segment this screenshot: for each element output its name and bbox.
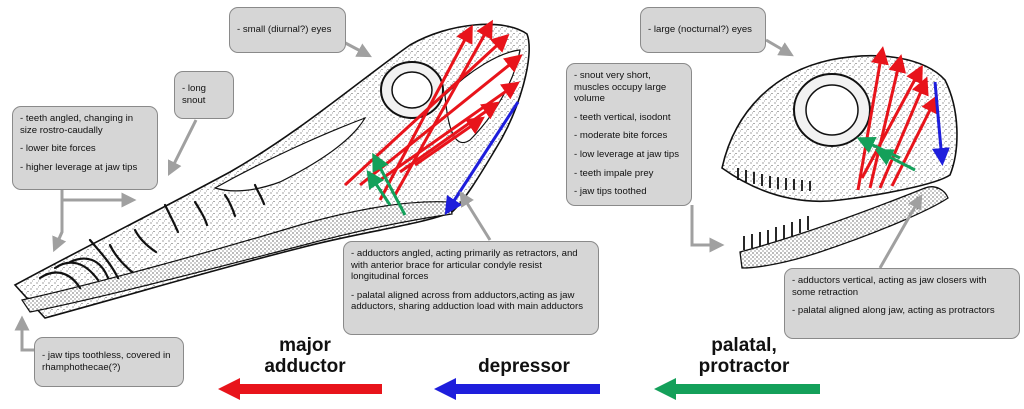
right-skull-illustration bbox=[721, 46, 958, 269]
legend-arrows bbox=[218, 378, 820, 400]
callout-adductors-right: - adductors vertical, acting as jaw clos… bbox=[784, 268, 1020, 339]
left-teeth bbox=[38, 183, 266, 290]
right-lower-teeth bbox=[743, 216, 809, 250]
legend-label-palatal: palatal, protractor bbox=[686, 335, 802, 377]
callout-adductors-left-line-2: - palatal aligned across from adductors,… bbox=[351, 289, 583, 313]
leader-eyes-large bbox=[765, 38, 794, 57]
callout-jaw-tips: - jaw tips toothless, covered in rhampho… bbox=[34, 337, 184, 387]
callout-teeth-left-line-3: - higher leverage at jaw tips bbox=[20, 161, 138, 173]
legend-major-adductor-line-1: major bbox=[279, 335, 331, 356]
legend-label-major-adductor: major adductor bbox=[250, 335, 360, 377]
callout-snout-right-line-1: - snout very short, muscles occupy large… bbox=[574, 70, 667, 105]
leader-teeth-left bbox=[60, 190, 137, 208]
callout-snout-right-line-3: - moderate bite forces bbox=[574, 130, 668, 142]
left-major-adductor-arrows bbox=[343, 19, 523, 201]
leader-adductors-right bbox=[878, 194, 923, 269]
callout-snout-right-line-4: - low leverage at jaw tips bbox=[574, 148, 680, 160]
left-skull-illustration bbox=[13, 19, 530, 319]
right-major-adductor-arrows bbox=[856, 46, 938, 191]
legend-palatal-line-2: protractor bbox=[698, 356, 790, 377]
callout-adductors-left: - adductors angled, acting primarily as … bbox=[343, 241, 599, 335]
right-orbit-inner bbox=[805, 84, 859, 136]
legend-palatal-line-1: palatal, bbox=[711, 335, 777, 356]
callout-teeth-left-line-2: - lower bite forces bbox=[20, 143, 96, 155]
leader-long-snout bbox=[167, 119, 198, 177]
legend-arrow-palatal bbox=[654, 378, 820, 400]
legend-label-depressor: depressor bbox=[462, 356, 586, 377]
legend-arrow-major-adductor bbox=[218, 378, 382, 400]
left-palatal-arrows bbox=[366, 152, 407, 216]
callout-adductors-right-line-2: - palatal aligned along jaw, acting as p… bbox=[792, 305, 995, 317]
leader-jaw-tips bbox=[14, 315, 34, 352]
callout-teeth-left-line-1: - teeth angled, changing in size rostro-… bbox=[20, 113, 134, 136]
leader-snout-right bbox=[690, 205, 725, 253]
callout-adductors-right-line-1: - adductors vertical, acting as jaw clos… bbox=[792, 275, 987, 298]
callout-snout-right-line-2: - teeth vertical, isodont bbox=[574, 111, 671, 123]
right-upper-teeth bbox=[737, 168, 811, 191]
right-palatal-arrows bbox=[856, 137, 916, 172]
callout-snout-right: - snout very short, muscles occupy large… bbox=[566, 63, 692, 206]
callout-eyes-small-text: - small (diurnal?) eyes bbox=[237, 24, 332, 36]
callout-long-snout: - long snout bbox=[174, 71, 234, 119]
callout-teeth-left: - teeth angled, changing in size rostro-… bbox=[12, 106, 158, 190]
leader-teeth-left-2 bbox=[52, 200, 67, 253]
legend-depressor-line-1: depressor bbox=[478, 356, 570, 377]
left-naris bbox=[213, 116, 367, 192]
legend-major-adductor-line-2: adductor bbox=[264, 356, 346, 377]
callout-snout-right-line-6: - jaw tips toothed bbox=[574, 186, 647, 198]
left-orbit-inner bbox=[391, 71, 433, 109]
right-depressor-arrow bbox=[931, 81, 950, 166]
right-lower-jaw bbox=[739, 186, 949, 269]
legend-arrow-depressor bbox=[434, 378, 600, 400]
callout-jaw-tips-text: - jaw tips toothless, covered in rhampho… bbox=[42, 350, 171, 373]
callout-eyes-large-text: - large (nocturnal?) eyes bbox=[648, 24, 752, 36]
callout-long-snout-text: - long snout bbox=[182, 83, 206, 106]
leader-adductors-left bbox=[459, 191, 492, 241]
callout-eyes-small: - small (diurnal?) eyes bbox=[229, 7, 346, 53]
callout-adductors-left-line-1: - adductors angled, acting primarily as … bbox=[351, 248, 578, 283]
leader-lines bbox=[14, 36, 923, 352]
callout-snout-right-line-5: - teeth impale prey bbox=[574, 167, 654, 179]
callout-eyes-large: - large (nocturnal?) eyes bbox=[640, 7, 766, 53]
